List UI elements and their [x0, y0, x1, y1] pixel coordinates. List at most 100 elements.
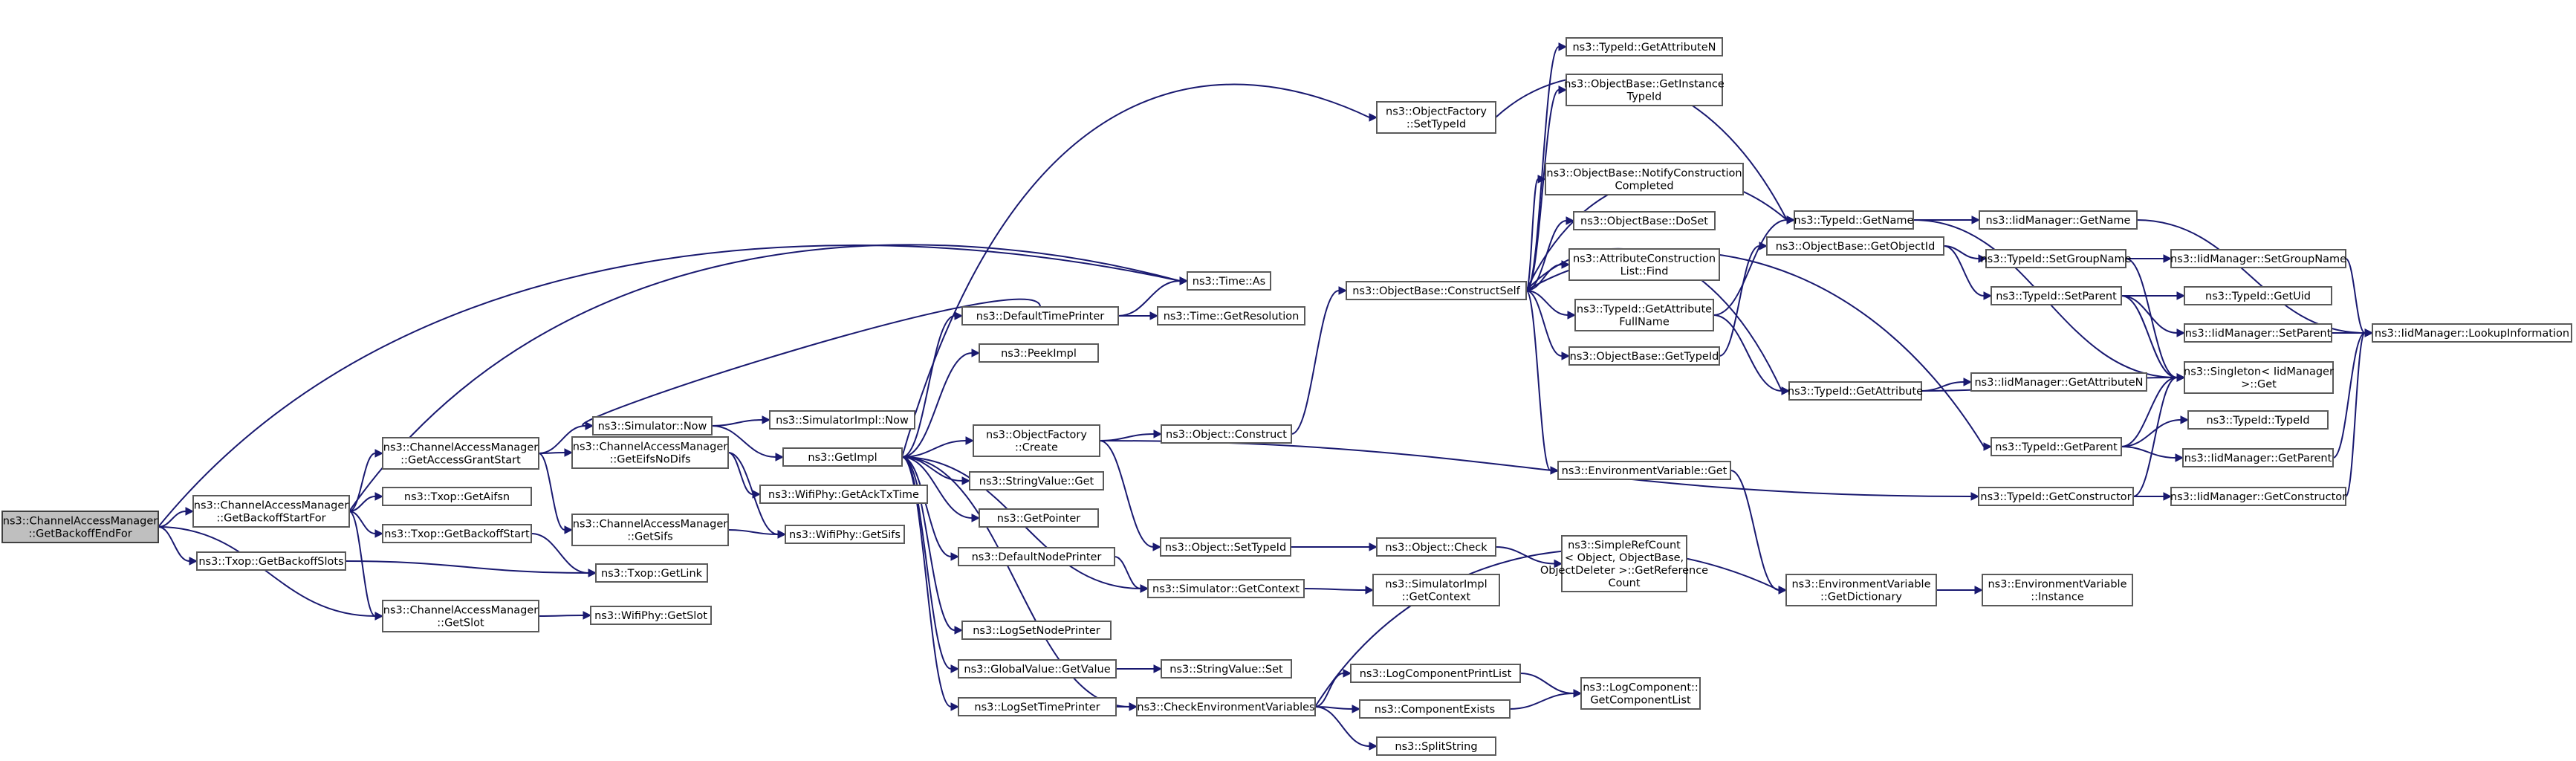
edge-arrowhead [954, 311, 964, 320]
node-label: ns3::EnvironmentVariable [1791, 579, 1930, 591]
node-tid-get-attr-n[interactable]: ns3::TypeId::GetAttributeN [1566, 37, 1723, 56]
node-obb-doset[interactable]: ns3::ObjectBase::DoSet [1573, 211, 1716, 230]
node-get-impl[interactable]: ns3::GetImpl [782, 447, 903, 467]
node-sim-ctx[interactable]: ns3::Simulator::GetContext [1147, 579, 1305, 598]
node-cam-access-grant[interactable]: ns3::ChannelAccessManager::GetAccessGran… [382, 437, 539, 470]
node-phy-slot[interactable]: ns3::WifiPhy::GetSlot [590, 606, 712, 625]
node-env-dict[interactable]: ns3::EnvironmentVariable::GetDictionary [1785, 574, 1937, 606]
node-label: ns3::ComponentExists [1375, 704, 1496, 716]
node-txop-start[interactable]: ns3::Txop::GetBackoffStart [382, 524, 532, 543]
node-tid-groupname[interactable]: ns3::TypeId::SetGroupName [1980, 249, 2132, 268]
edge-arrowhead [2163, 492, 2173, 501]
node-iid-attr-n[interactable]: ns3::IidManager::GetAttributeN [1970, 372, 2147, 392]
edge-tid-attr-full-to-tid-get-name [1713, 216, 1796, 316]
node-default-time-printer[interactable]: ns3::DefaultTimePrinter [961, 306, 1119, 326]
node-obj-construct[interactable]: ns3::Object::Construct [1161, 424, 1292, 444]
edge-arrowhead [1550, 466, 1560, 475]
node-singleton-get[interactable]: ns3::Singleton< IidManager>::Get [2184, 361, 2334, 394]
node-tid-getuid[interactable]: ns3::TypeId::GetUid [2184, 286, 2332, 305]
node-label: ns3::ObjectBase::GetTypeId [1570, 351, 1719, 363]
edge-line [348, 511, 376, 534]
node-txop-aifsn[interactable]: ns3::Txop::GetAifsn [382, 487, 532, 506]
node-box [196, 551, 346, 571]
node-obj-settypeid[interactable]: ns3::Object::SetTypeId [1160, 537, 1291, 557]
node-srefcount[interactable]: ns3::SimpleRefCount< Object, ObjectBase,… [1540, 535, 1708, 592]
node-phy-ack[interactable]: ns3::WifiPhy::GetAckTxTime [759, 485, 928, 504]
edge-arrowhead [775, 453, 785, 462]
node-iid-setgroupname[interactable]: ns3::IidManager::SetGroupName [2170, 249, 2346, 268]
node-cam-eifs[interactable]: ns3::ChannelAccessManager::GetEifsNoDifs [571, 436, 729, 469]
node-lc-list[interactable]: ns3::LogComponent::GetComponentList [1580, 677, 1701, 710]
node-box [969, 471, 1104, 490]
node-tid-get-name[interactable]: ns3::TypeId::GetName [1794, 210, 1914, 230]
node-iid-getname[interactable]: ns3::IidManager::GetName [1979, 210, 2138, 230]
node-obj-check[interactable]: ns3::Object::Check [1376, 537, 1496, 557]
edge-line [901, 456, 952, 557]
edge-line [901, 83, 1370, 458]
node-label: ns3::AttributeConstruction [1573, 253, 1716, 265]
node-comp-exists[interactable]: ns3::ComponentExists [1359, 699, 1511, 719]
edge-obj-construct-to-obb-construct-self [1291, 286, 1348, 435]
edge-get-impl-to-default-time-printer [901, 311, 964, 458]
edge-of-create-to-obj-settypeid [1099, 440, 1162, 551]
edge-arrowhead [950, 664, 960, 673]
node-cam-slot[interactable]: ns3::ChannelAccessManager::GetSlot [382, 600, 539, 632]
node-sv-set[interactable]: ns3::StringValue::Set [1161, 659, 1292, 679]
node-iid-getconstructor[interactable]: ns3::IidManager::GetConstructor [2170, 487, 2346, 506]
node-obb-typeid[interactable]: ns3::ObjectBase::GetTypeId [1568, 346, 1720, 366]
node-phy-sifs[interactable]: ns3::WifiPhy::GetSifs [785, 525, 905, 544]
node-obb-notify[interactable]: ns3::ObjectBase::NotifyConstructionCompl… [1545, 163, 1744, 195]
node-tid-getconstructor[interactable]: ns3::TypeId::GetConstructor [1978, 487, 2134, 506]
node-default-node-printer[interactable]: ns3::DefaultNodePrinter [958, 547, 1115, 566]
node-iid-getparent[interactable]: ns3::IidManager::GetParent [2182, 448, 2334, 467]
edge-arrowhead [1140, 584, 1149, 593]
node-obb-objectid[interactable]: ns3::ObjectBase::GetObjectId [1766, 236, 1944, 256]
node-simimpl-ctx[interactable]: ns3::SimulatorImpl::GetContext [1372, 574, 1500, 606]
node-peek-impl[interactable]: ns3::PeekImpl [979, 343, 1099, 363]
node-tid-typeid[interactable]: ns3::TypeId::TypeId [2187, 410, 2329, 430]
node-iid-setparent[interactable]: ns3::IidManager::SetParent [2184, 323, 2332, 343]
node-obb-construct-self[interactable]: ns3::ObjectBase::ConstructSelf [1346, 281, 1527, 300]
node-box [782, 447, 903, 467]
node-split-string[interactable]: ns3::SplitString [1376, 736, 1496, 756]
node-log-time-printer[interactable]: ns3::LogSetTimePrinter [958, 697, 1117, 716]
node-sim-now[interactable]: ns3::Simulator::Now [592, 416, 713, 435]
node-check-env[interactable]: ns3::CheckEnvironmentVariables [1136, 697, 1316, 716]
node-log-node-printer[interactable]: ns3::LogSetNodePrinter [961, 621, 1112, 640]
node-of-create[interactable]: ns3::ObjectFactory::Create [973, 424, 1100, 457]
node-label: ::Instance [2031, 592, 2084, 603]
node-tid-setparent[interactable]: ns3::TypeId::SetParent [1991, 286, 2122, 305]
node-lc-print[interactable]: ns3::LogComponentPrintList [1350, 664, 1521, 683]
node-tid-getparent[interactable]: ns3::TypeId::GetParent [1991, 437, 2122, 456]
edge-obb-typeid-to-obb-objectid [1719, 242, 1768, 357]
node-of-settypeid[interactable]: ns3::ObjectFactory::SetTypeId [1376, 101, 1496, 134]
node-sv-get[interactable]: ns3::StringValue::Get [969, 471, 1104, 490]
node-env-get[interactable]: ns3::EnvironmentVariable::Get [1557, 461, 1731, 480]
edge-arrowhead [1573, 689, 1583, 698]
node-box [1157, 306, 1305, 326]
node-time-as[interactable]: ns3::Time::As [1187, 271, 1271, 291]
edge-default-node-printer-to-sim-ctx [1114, 556, 1149, 593]
edge-arrowhead [1129, 702, 1138, 711]
edge-line [1713, 219, 1788, 316]
node-box [571, 514, 729, 546]
node-iid-lookup[interactable]: ns3::IidManager::LookupInformation [2372, 323, 2572, 343]
node-time-res[interactable]: ns3::Time::GetResolution [1157, 306, 1305, 326]
node-simimpl-now[interactable]: ns3::SimulatorImpl::Now [769, 410, 915, 430]
node-txop-slots[interactable]: ns3::Txop::GetBackoffSlots [196, 551, 346, 571]
node-label: ::GetAccessGrantStart [400, 455, 521, 467]
node-tid-get-attr[interactable]: ns3::TypeId::GetAttribute [1788, 381, 1923, 401]
node-box [382, 487, 532, 506]
node-cam-sifs[interactable]: ns3::ChannelAccessManager::GetSifs [571, 514, 729, 546]
node-start-for[interactable]: ns3::ChannelAccessManager::GetBackoffSta… [192, 495, 350, 528]
node-gv-get[interactable]: ns3::GlobalValue::GetValue [958, 659, 1117, 679]
node-get-pointer[interactable]: ns3::GetPointer [979, 508, 1099, 528]
node-root[interactable]: ns3::ChannelAccessManager::GetBackoffEnd… [1, 511, 159, 543]
node-env-instance[interactable]: ns3::EnvironmentVariable::Instance [1982, 574, 2133, 606]
edge-line [345, 560, 589, 574]
node-txop-link[interactable]: ns3::Txop::GetLink [595, 563, 708, 583]
